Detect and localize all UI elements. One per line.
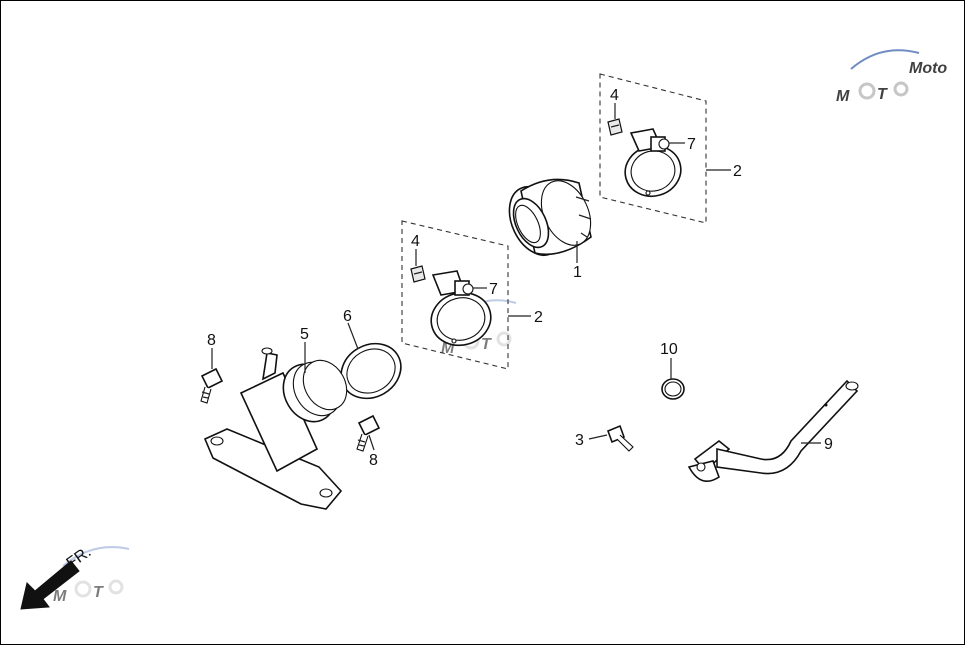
callout-5: 5 bbox=[300, 326, 309, 343]
clamp-band-center bbox=[430, 270, 492, 347]
watermark-logo-bottom-left: M T bbox=[53, 546, 130, 605]
bolt-small bbox=[606, 424, 634, 452]
clip-nut-center bbox=[410, 265, 426, 283]
water-pipe bbox=[687, 379, 859, 483]
callout-4-upper: 4 bbox=[610, 87, 619, 104]
svg-text:M: M bbox=[53, 588, 67, 605]
callout-2-center: 2 bbox=[534, 309, 543, 326]
flange-bolt-left bbox=[200, 367, 224, 404]
callout-7-upper: 7 bbox=[687, 136, 696, 153]
callout-3: 3 bbox=[575, 432, 584, 449]
callout-1: 1 bbox=[573, 264, 582, 281]
callout-2-upper: 2 bbox=[733, 163, 742, 180]
insulator-boot bbox=[508, 178, 592, 256]
o-ring-large bbox=[340, 342, 402, 400]
watermark-logo-top-right: M T Moto bbox=[836, 49, 947, 105]
clamp-band-upper bbox=[624, 128, 682, 198]
callout-8-left: 8 bbox=[207, 332, 216, 349]
callout-7-center: 7 bbox=[489, 281, 498, 298]
svg-text:T: T bbox=[481, 336, 492, 353]
assembly-box-upper bbox=[599, 73, 707, 224]
callout-4-center: 4 bbox=[411, 233, 420, 250]
clip-nut-upper bbox=[607, 118, 623, 136]
flange-bolt-center bbox=[356, 414, 381, 452]
callout-9: 9 bbox=[824, 436, 833, 453]
callout-6: 6 bbox=[343, 308, 352, 325]
callout-8-center: 8 bbox=[369, 452, 378, 469]
svg-text:M: M bbox=[836, 88, 850, 105]
o-ring-small bbox=[661, 378, 685, 400]
leader-lines bbox=[211, 103, 821, 451]
svg-text:T: T bbox=[877, 86, 888, 103]
arrow-down-left-icon bbox=[20, 560, 80, 610]
assembly-box-center bbox=[401, 220, 509, 370]
callout-10: 10 bbox=[660, 341, 678, 358]
intake-manifold bbox=[203, 347, 348, 510]
svg-text:Moto: Moto bbox=[909, 60, 947, 77]
svg-text:T: T bbox=[93, 584, 104, 601]
